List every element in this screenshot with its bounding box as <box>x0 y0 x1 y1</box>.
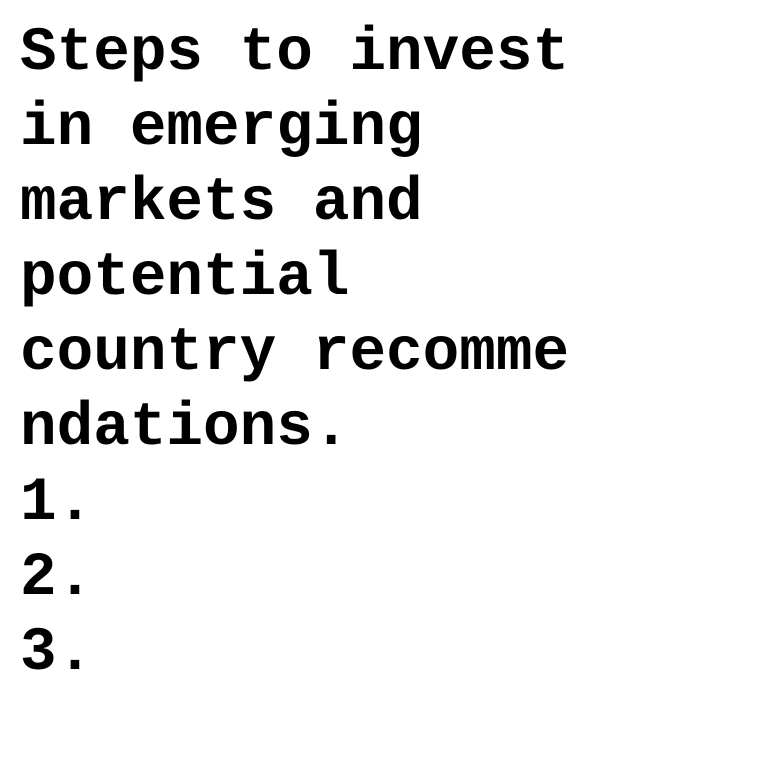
list-item-1: 1. <box>20 469 94 538</box>
text-block: Steps to invest in emerging markets and … <box>20 16 750 691</box>
heading-line-5: country recomme <box>20 319 570 388</box>
heading-line-1: Steps to invest <box>20 19 570 88</box>
list-item-2: 2. <box>20 544 94 613</box>
list-item-3: 3. <box>20 619 94 688</box>
heading-line-6: ndations. <box>20 394 350 463</box>
heading-line-2: in emerging <box>20 94 423 163</box>
heading-line-3: markets and <box>20 169 423 238</box>
heading-line-4: potential <box>20 244 350 313</box>
